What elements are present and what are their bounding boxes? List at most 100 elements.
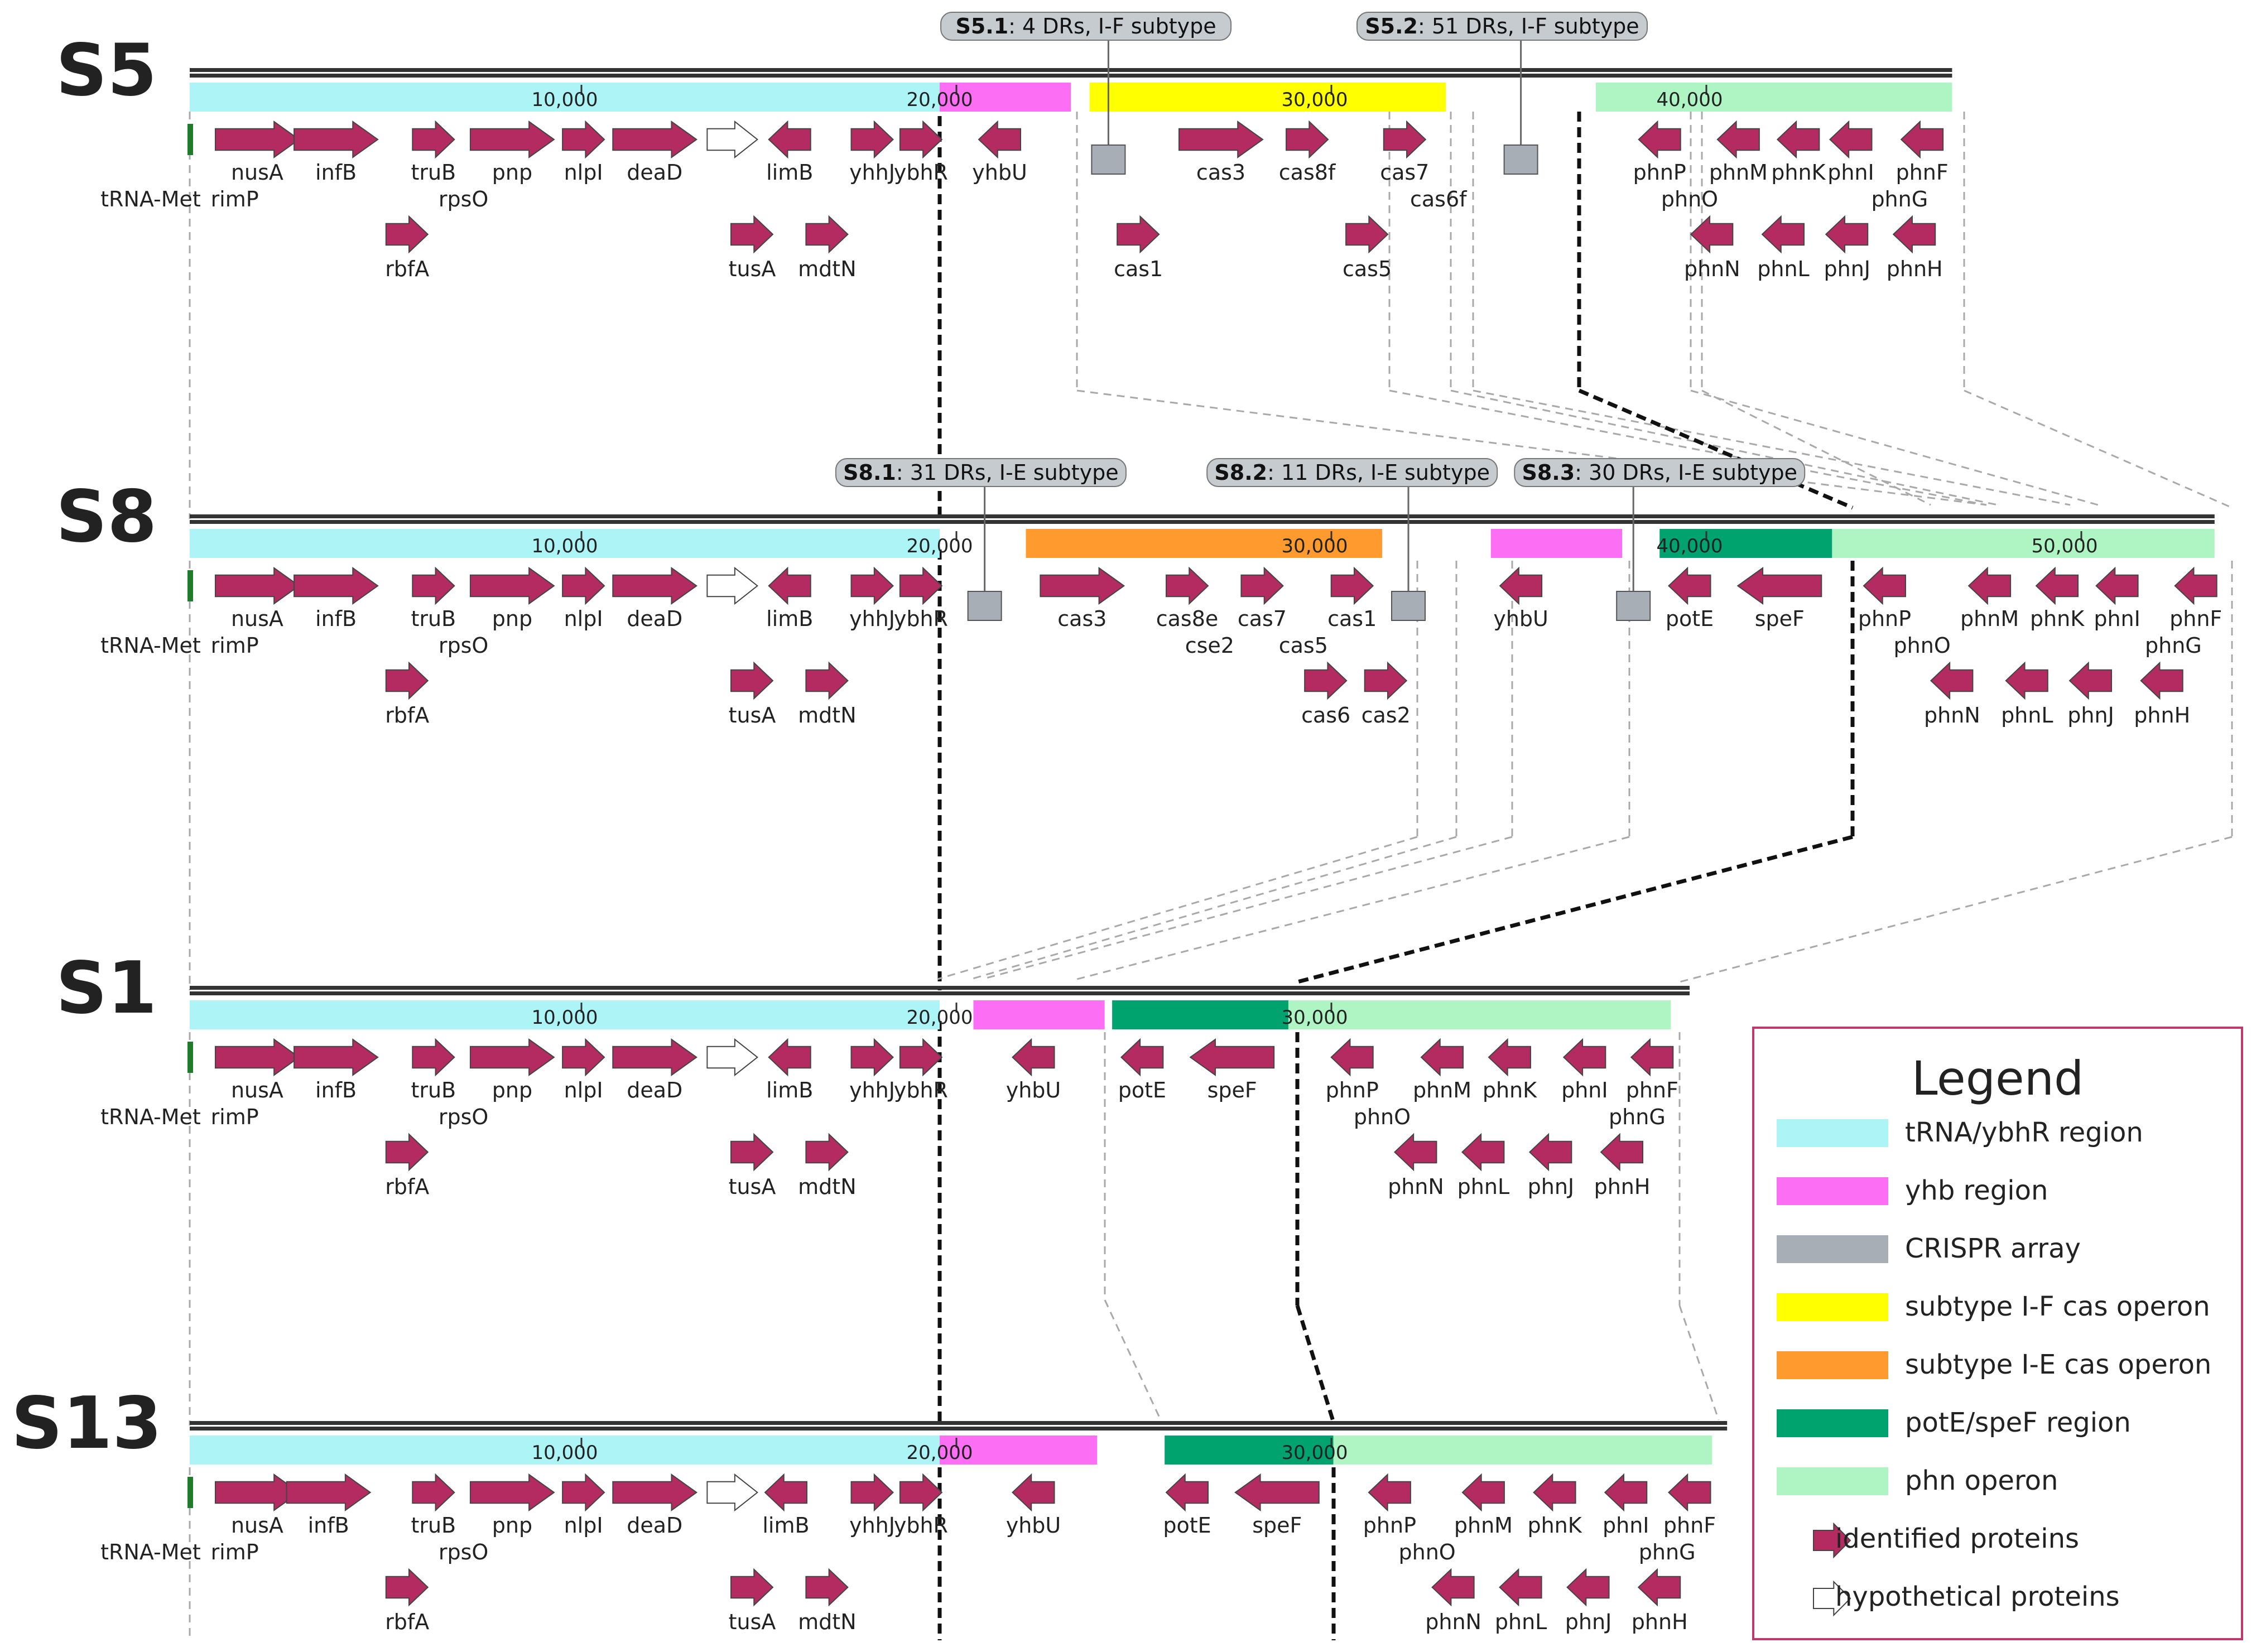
tick-label: 10,000 (532, 89, 598, 111)
gene-label: rbfA (385, 703, 429, 728)
protein-arrow (1286, 120, 1329, 159)
legend-label: identified proteins (1835, 1523, 2080, 1554)
backbone-line (190, 74, 1952, 78)
protein-arrow (1240, 566, 1284, 605)
synteny-link (970, 836, 1457, 980)
region-band (1165, 1436, 1334, 1465)
synteny-links (189, 100, 2233, 1640)
gene-label: truB (411, 1513, 456, 1538)
gene-label: nlpI (564, 160, 603, 185)
protein-arrow (1825, 215, 1869, 254)
legend-label: tRNA/ybhR region (1905, 1117, 2143, 1148)
gene-label: rpsO (439, 187, 488, 211)
legend-swatch (1777, 1409, 1888, 1437)
protein-arrow (1499, 1568, 1542, 1607)
gene-label: nlpI (564, 1078, 603, 1102)
protein-arrow (850, 566, 894, 605)
gene-label: phnK (1771, 160, 1826, 185)
gene-label: potE (1118, 1078, 1166, 1102)
gene-label: phnL (1495, 1610, 1547, 1634)
tick-label: 50,000 (2032, 535, 2098, 557)
synteny-link (1964, 389, 2233, 509)
tick-label: 20,000 (907, 535, 973, 557)
crispr-detail: : 51 DRs, I-F subtype (1418, 14, 1639, 38)
protein-arrow (1120, 1038, 1164, 1077)
gene-label: phnM (1960, 606, 2019, 631)
protein-arrow (899, 566, 943, 605)
region-band (190, 1000, 940, 1029)
legend-item: tRNA/ybhR region (1777, 1112, 2234, 1163)
protein-arrow (1499, 566, 1543, 605)
gene-label: phnP (1363, 1513, 1416, 1538)
protein-arrow (1863, 566, 1906, 605)
gene-label: phnH (1632, 1610, 1688, 1634)
legend-label: CRISPR array (1905, 1233, 2081, 1264)
gene-label: phnF (1896, 160, 1949, 185)
protein-arrow (214, 1038, 300, 1076)
protein-arrow (1165, 1473, 1209, 1512)
protein-arrow (1930, 661, 1974, 700)
synteny-link (1473, 389, 2071, 506)
protein-arrow (562, 566, 605, 605)
region-band (1596, 83, 1952, 112)
protein-arrow (730, 1568, 774, 1607)
crispr-id: S5.1 (955, 14, 1008, 38)
gene-label: rimP (211, 187, 259, 211)
gene-label: yhbU (972, 160, 1027, 185)
gene-label: phnP (1858, 606, 1911, 631)
gene-label: cas1 (1114, 257, 1163, 281)
protein-arrow (1829, 120, 1873, 159)
trna-gene-marker (187, 570, 193, 601)
gene-label: phnG (1871, 187, 1928, 211)
protein-arrow (214, 121, 300, 158)
protein-arrow (214, 567, 300, 605)
legend-swatch (1777, 1351, 1888, 1379)
protein-arrow (730, 1133, 774, 1172)
hypothetical-arrow (706, 1038, 758, 1077)
gene-label: phnH (1887, 257, 1943, 281)
gene-label: phnP (1326, 1078, 1379, 1102)
protein-arrow (1488, 1038, 1531, 1077)
protein-arrow-icon (1813, 1522, 1851, 1559)
gene-label: ybhR (894, 160, 948, 185)
tick-label: 30,000 (1282, 1442, 1348, 1464)
legend-label: yhb region (1905, 1175, 2048, 1206)
protein-arrow (805, 215, 849, 254)
crispr-callout-label: S8.3: 30 DRs, I-E subtype (1522, 460, 1797, 485)
gene-label: tusA (729, 1174, 776, 1199)
crispr-callout (1206, 458, 1498, 487)
trna-gene-marker (187, 1477, 193, 1508)
gene-label: rbfA (385, 1610, 429, 1634)
backbone-line (190, 1427, 1728, 1431)
legend-item: CRISPR array (1777, 1229, 2234, 1279)
legend-label: subtype I-F cas operon (1905, 1291, 2210, 1322)
gene-label: cse2 (1185, 633, 1234, 658)
gene-label: tusA (729, 257, 776, 281)
protein-arrow (730, 661, 774, 700)
crispr-id: S8.2 (1214, 460, 1267, 485)
gene-label: deaD (627, 1513, 682, 1538)
gene-label: rpsO (439, 1540, 488, 1564)
gene-label: phnK (1483, 1078, 1537, 1102)
gene-label: phnO (1398, 1540, 1455, 1564)
region-band (1089, 83, 1446, 112)
gene-label: speF (1252, 1513, 1302, 1538)
protein-arrow (1383, 120, 1427, 159)
legend-item: identified proteins (1777, 1519, 2234, 1569)
gene-label: phnG (2145, 633, 2202, 658)
backbone-line (190, 991, 1690, 995)
backbone-line (190, 68, 1952, 72)
synteny-link (937, 836, 1418, 980)
gene-label: phnH (1594, 1174, 1651, 1199)
gene-label: phnI (1561, 1078, 1608, 1102)
protein-arrow (1892, 215, 1936, 254)
gene-label: phnN (1425, 1610, 1481, 1634)
protein-arrow (850, 120, 894, 159)
protein-arrow (1330, 566, 1374, 605)
gene-label: cas8e (1156, 606, 1219, 631)
protein-arrow (1364, 661, 1408, 700)
protein-arrow (294, 1038, 379, 1076)
crispr-array-box (1091, 145, 1126, 175)
gene-label: phnM (1454, 1513, 1513, 1538)
gene-label: phnH (2134, 703, 2190, 728)
